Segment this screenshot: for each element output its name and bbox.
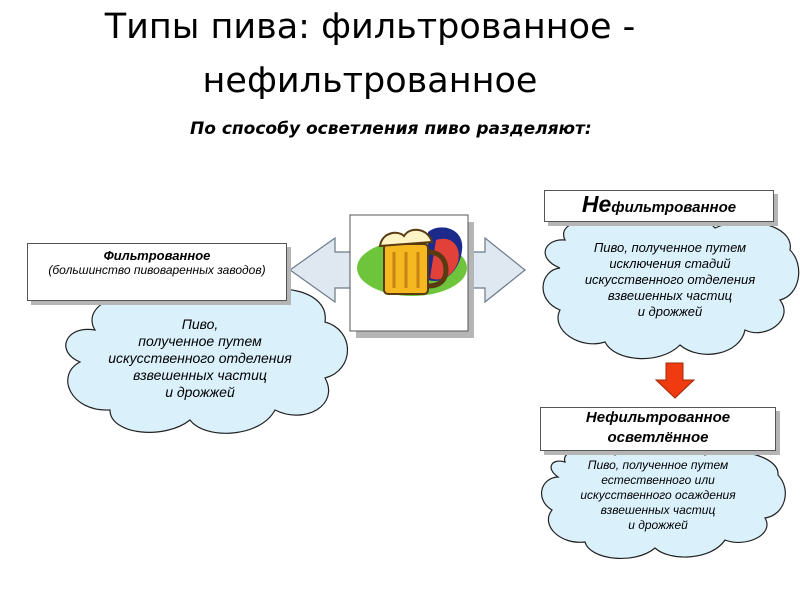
beer-mug-icon bbox=[357, 227, 467, 296]
filtered-heading: Фильтрованное bbox=[103, 248, 211, 263]
filtered-note: (большинство пивоваренных заводов) bbox=[48, 263, 266, 277]
clarified-line-1: Нефильтрованное bbox=[585, 409, 731, 426]
cloud-line: естественного или bbox=[601, 473, 715, 487]
cloud-line: Пиво, bbox=[181, 316, 219, 332]
cloud-line: взвешенных частиц bbox=[600, 503, 716, 517]
page-title: Типы пива: фильтрованное - нефильтрованн… bbox=[0, 0, 740, 108]
filtered-box: Фильтрованное (большинство пивоваренных … bbox=[27, 243, 287, 301]
cloud-right-text: Пиво, полученное путем исключения стадий… bbox=[552, 240, 788, 320]
cloud-line: и дрожжей bbox=[628, 518, 688, 532]
cloud-line: полученное путем bbox=[138, 333, 262, 349]
cloud-line: Пиво, полученное путем bbox=[587, 458, 729, 472]
cloud-left-text: Пиво, полученное путем искусственного от… bbox=[70, 316, 330, 401]
cloud-bottom-text: Пиво, полученное путем естественного или… bbox=[548, 458, 768, 533]
cloud-line: Пиво, полученное путем bbox=[593, 240, 747, 255]
down-arrow bbox=[654, 362, 696, 399]
cloud-line: исключения стадий bbox=[609, 256, 731, 271]
cloud-line: взвешенных частиц bbox=[133, 367, 267, 383]
unfiltered-prefix: Не bbox=[581, 191, 612, 217]
title-line-2: нефильтрованное bbox=[202, 61, 538, 101]
cloud-line: взвешенных частиц bbox=[607, 288, 733, 303]
cloud-line: искусственного отделения bbox=[108, 350, 292, 366]
cloud-line: и дрожжей bbox=[165, 384, 235, 400]
clarified-line-2: осветлённое bbox=[607, 429, 709, 446]
unfiltered-box: Нефильтрованное bbox=[544, 190, 774, 222]
title-line-1: Типы пива: фильтрованное - bbox=[104, 7, 636, 47]
clarified-box: Нефильтрованное осветлённое bbox=[540, 407, 776, 451]
unfiltered-rest: фильтрованное bbox=[611, 199, 737, 216]
cloud-line: и дрожжей bbox=[637, 304, 703, 319]
subtitle: По способу осветления пиво разделяют: bbox=[190, 119, 592, 139]
cloud-line: искусственного отделения bbox=[584, 272, 756, 287]
cloud-line: искусственного осаждения bbox=[580, 488, 736, 502]
